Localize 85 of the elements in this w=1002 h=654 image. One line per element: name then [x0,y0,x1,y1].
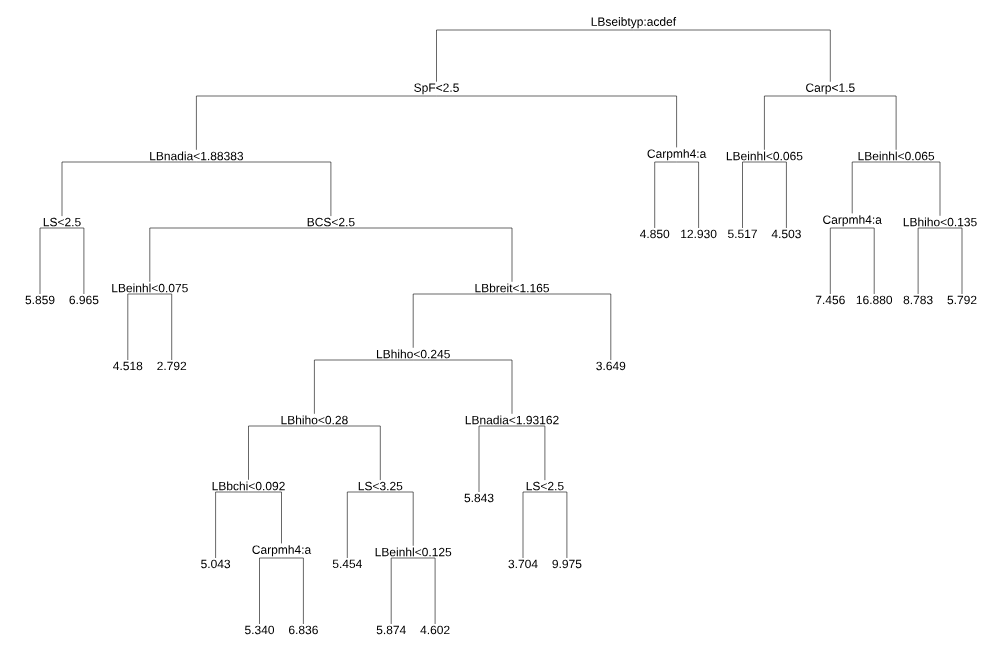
split-label: LBnadia<1.88383 [150,151,244,161]
split-label: LBnadia<1.93162 [465,415,559,425]
split-label: LBeinhl<0.125 [375,547,452,557]
branch-line [314,359,414,415]
branch-line [149,227,332,283]
branch-line [196,95,437,151]
branch-line [436,95,677,148]
leaf-value: 2.792 [157,361,187,371]
split-label: Carpmh4:a [647,149,707,161]
leaf-value: 5.859 [25,295,55,305]
leaf-value: 6.836 [289,625,318,635]
split-label: Carp<1.5 [806,83,855,95]
leaf-value: 12.930 [681,229,717,239]
split-label: LBhiho<0.28 [281,415,348,425]
leaf-value: 4.850 [639,229,670,239]
leaf-value: 5.843 [464,493,494,503]
branch-line [248,425,315,481]
branch-line [830,227,853,295]
branch-line [61,227,85,295]
branch-line [764,95,831,151]
branch-line [314,425,381,481]
branch-line [830,95,897,151]
branch-line [259,557,282,625]
split-label: LBbreit<1.165 [475,283,549,293]
split-label: LBseibtyp:acdef [591,17,677,29]
branch-line [851,161,897,214]
split-label: LS<2.5 [526,481,564,491]
branch-line [917,227,941,295]
split-label: LBeinhl<0.075 [112,283,188,293]
branch-line [61,161,197,217]
split-label: Carpmh4:a [823,215,882,227]
branch-line [742,161,765,229]
leaf-value: 5.792 [947,295,977,305]
branch-line [511,425,546,481]
branch-line [939,227,963,295]
leaf-value: 5.874 [376,625,406,635]
branch-line [654,161,677,229]
branch-line [281,557,304,625]
branch-line [412,359,513,415]
leaf-value: 4.518 [113,361,143,371]
split-label: LBeinhl<0.065 [726,151,803,161]
leaf-value: 3.649 [596,361,626,371]
leaf-value: 5.517 [728,229,757,239]
leaf-value: 6.965 [69,295,99,305]
branch-line [676,161,699,229]
branch-line [330,227,513,283]
branch-line [127,293,151,361]
branch-line [851,227,875,295]
branch-line [149,293,172,361]
leaf-value: 5.454 [332,559,362,569]
split-label: LBbchi<0.092 [212,481,285,491]
split-label: LBeinhl<0.065 [858,151,935,161]
leaf-value: 4.602 [420,625,450,635]
leaf-value: 4.503 [771,229,801,239]
leaf-value: 5.043 [201,559,231,569]
leaf-value: 7.456 [815,295,845,305]
leaf-value: 8.783 [903,295,933,305]
branch-line [764,161,787,229]
branch-line [522,491,546,559]
split-label: Carpmh4:a [252,545,312,557]
branch-line [380,491,414,547]
branch-line [511,293,612,361]
split-label: LS<3.25 [358,481,403,491]
split-label: LS<2.5 [43,217,81,227]
branch-line [633,29,831,83]
branch-line [390,557,414,625]
split-label: LBhiho<0.135 [903,217,977,227]
split-label: LBhiho<0.245 [377,349,450,359]
branch-line [248,491,282,544]
split-label: SpF<2.5 [414,83,459,95]
branch-line [436,29,634,83]
branch-line [347,491,381,559]
branch-line [412,293,513,349]
branch-line [215,491,249,559]
branch-line [895,161,941,217]
leaf-value: 16.880 [856,295,893,305]
branch-line [196,161,332,217]
branch-line [544,491,568,559]
branch-line [478,425,513,493]
split-label: BCS<2.5 [307,217,355,227]
leaf-value: 3.704 [508,559,538,569]
leaf-value: 5.340 [244,625,275,635]
branch-line [39,227,63,295]
branch-line [412,557,436,625]
leaf-value: 9.975 [552,559,582,569]
